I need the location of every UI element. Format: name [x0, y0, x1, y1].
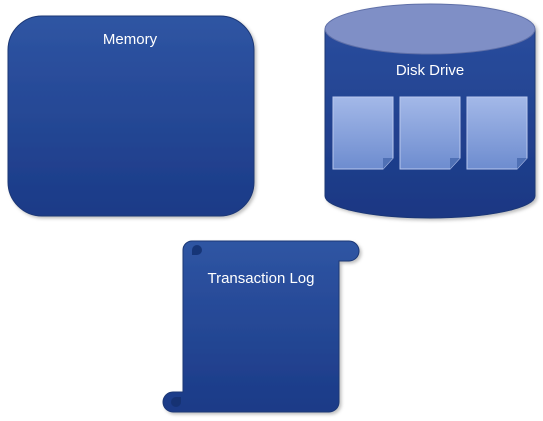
- disk-page: [466, 96, 528, 170]
- scroll-curl-bottom: [171, 397, 181, 407]
- memory-shape: [7, 15, 255, 217]
- scroll-curl-top: [192, 245, 202, 255]
- disk-drive: Disk Drive: [324, 3, 536, 219]
- disk-drive-label: Disk Drive: [396, 62, 464, 79]
- memory-label: Memory: [103, 31, 158, 48]
- disk-drive-top: [324, 3, 536, 55]
- transaction-log: Transaction Log: [162, 240, 360, 413]
- transaction-log-shape: [162, 240, 360, 413]
- disk-page: [399, 96, 461, 170]
- disk-page: [332, 96, 394, 170]
- memory-box: Memory: [7, 15, 255, 217]
- transaction-log-label: Transaction Log: [207, 270, 314, 287]
